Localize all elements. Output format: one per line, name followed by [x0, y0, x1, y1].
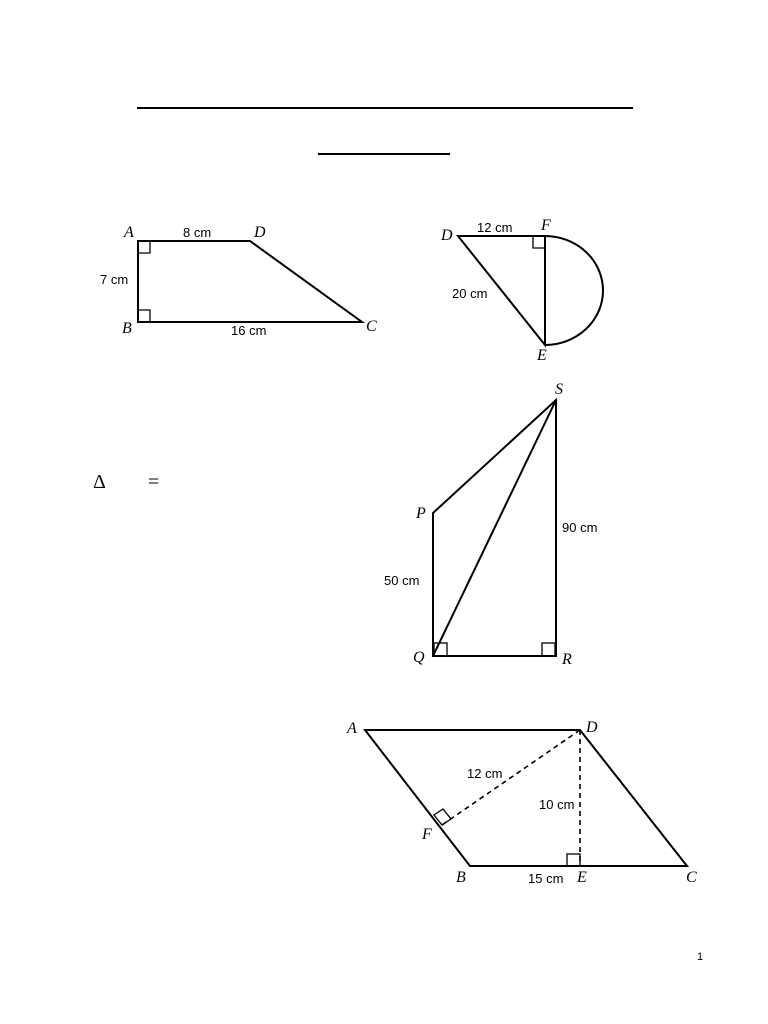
quadrilateral-shape — [432, 397, 557, 657]
vertex-label-q: Q — [413, 649, 425, 666]
measure-label-df: 12 cm — [477, 220, 512, 235]
measure-label-bc: 16 cm — [231, 323, 266, 338]
vertex-label-f: F — [421, 826, 432, 843]
measure-label-pq: 50 cm — [384, 573, 419, 588]
right-angle-mark-b — [138, 309, 151, 322]
figure-parallelogram: A D F B E C 12 cm 10 cm 15 cm — [346, 719, 697, 886]
vertex-label-d: D — [585, 719, 598, 736]
right-angle-mark-f — [433, 808, 452, 826]
equals-symbol: = — [148, 471, 159, 493]
delta-symbol: Δ — [93, 471, 106, 493]
vertex-label-a: A — [346, 720, 357, 737]
vertex-label-r: R — [561, 651, 572, 668]
measure-label-de: 10 cm — [539, 797, 574, 812]
vertex-label-d: D — [440, 227, 453, 244]
vertex-label-b: B — [456, 869, 466, 886]
measure-label-df: 12 cm — [467, 766, 502, 781]
vertex-label-f: F — [540, 217, 551, 234]
measure-label-be: 15 cm — [528, 871, 563, 886]
figure-quadrilateral-pqrs: S P Q R 90 cm 50 cm — [384, 381, 597, 668]
semicircle — [544, 235, 604, 346]
right-angle-mark-f — [532, 236, 545, 249]
vertex-label-c: C — [686, 869, 697, 886]
parallelogram-shape — [362, 729, 690, 867]
title-rule — [137, 107, 633, 109]
measure-label-ad: 8 cm — [183, 225, 211, 240]
measure-label-de: 20 cm — [452, 286, 487, 301]
right-angle-mark-e — [566, 853, 581, 867]
vertex-label-e: E — [536, 347, 547, 364]
vertex-label-s: S — [555, 381, 563, 398]
vertex-label-e: E — [576, 869, 587, 886]
right-angle-mark-q — [433, 642, 448, 657]
figure-triangle-semicircle: D F E 12 cm 20 cm — [440, 217, 604, 364]
measure-label-sr: 90 cm — [562, 520, 597, 535]
figure-trapezium: A D B C 8 cm 7 cm 16 cm — [100, 224, 377, 338]
height-line-df — [441, 729, 581, 826]
trapezium-shape — [137, 240, 366, 323]
diagonal-qs — [432, 399, 557, 657]
vertex-label-d: D — [253, 224, 266, 241]
measure-label-ab: 7 cm — [100, 272, 128, 287]
vertex-label-c: C — [366, 318, 377, 335]
vertex-label-a: A — [123, 224, 134, 241]
right-angle-mark-r — [541, 642, 556, 657]
vertex-label-b: B — [122, 320, 132, 337]
page-number: 1 — [697, 951, 703, 963]
triangle-def — [455, 235, 546, 348]
right-angle-mark-a — [138, 241, 151, 254]
subtitle-rule — [318, 153, 450, 155]
vertex-label-p: P — [415, 505, 426, 522]
